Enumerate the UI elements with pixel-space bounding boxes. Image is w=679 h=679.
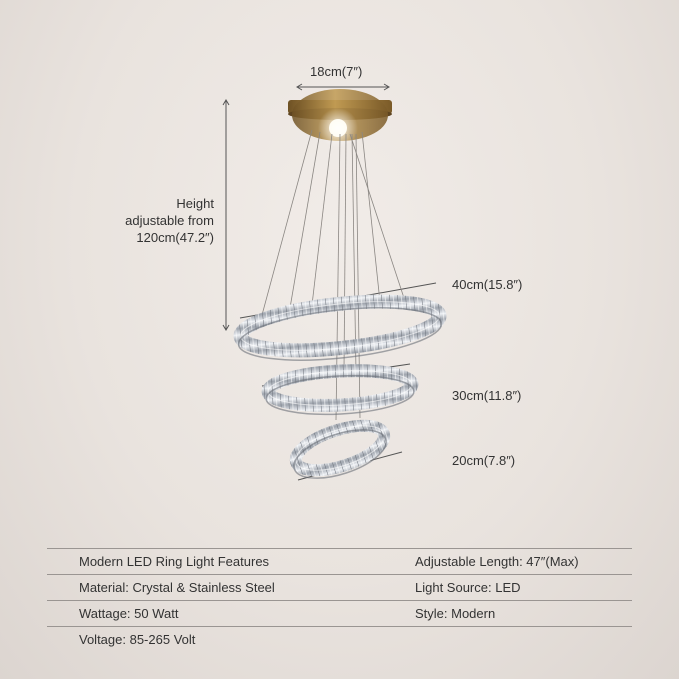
chandelier-illustration bbox=[222, 83, 447, 481]
spec-row: Voltage: 85-265 Volt bbox=[47, 627, 632, 652]
height-label-line-3: 120cm(47.2″) bbox=[136, 230, 214, 245]
height-label-line-2: adjustable from bbox=[125, 213, 214, 228]
ring-large-label: 40cm(15.8″) bbox=[452, 277, 523, 292]
crystal-ring-large bbox=[233, 294, 447, 361]
ring-small-label: 20cm(7.8″) bbox=[452, 453, 516, 468]
ring-medium-label: 30cm(11.8″) bbox=[452, 388, 522, 403]
spec-table: Modern LED Ring Light Features Adjustabl… bbox=[47, 548, 632, 652]
height-label-line-1: Height bbox=[176, 196, 214, 211]
spec-feature-title: Modern LED Ring Light Features bbox=[79, 554, 270, 569]
spec-style: Style: Modern bbox=[415, 606, 496, 621]
spec-row: Modern LED Ring Light Features Adjustabl… bbox=[47, 548, 632, 575]
spec-row: Material: Crystal & Stainless Steel Ligh… bbox=[47, 575, 632, 601]
spec-voltage: Voltage: 85-265 Volt bbox=[79, 632, 196, 647]
spec-material: Material: Crystal & Stainless Steel bbox=[79, 580, 275, 595]
spec-wattage: Wattage: 50 Watt bbox=[79, 606, 179, 621]
spec-row: Wattage: 50 Watt Style: Modern bbox=[47, 601, 632, 627]
crystal-ring-medium bbox=[261, 364, 419, 416]
spec-light-source: Light Source: LED bbox=[415, 580, 521, 595]
spec-adjustable-length: Adjustable Length: 47″(Max) bbox=[415, 554, 579, 569]
height-label: Height adjustable from 120cm(47.2″) bbox=[96, 195, 214, 246]
product-scene: 18cm(7″) Height adjustable from 120cm(47… bbox=[96, 64, 523, 481]
canopy-width-label: 18cm(7″) bbox=[310, 64, 363, 79]
crystal-ring-small bbox=[289, 419, 391, 479]
ceiling-canopy bbox=[288, 89, 392, 148]
